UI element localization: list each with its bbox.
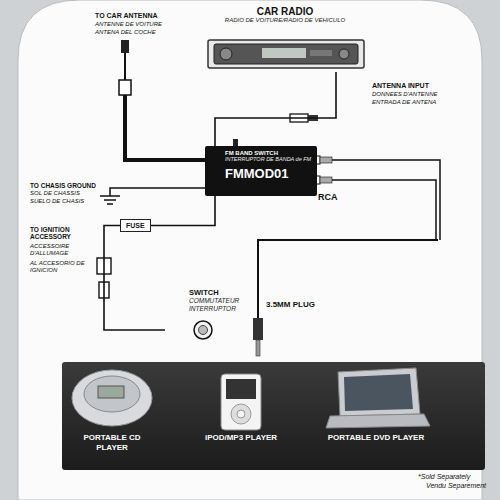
laptop-drawing <box>326 368 430 428</box>
rca-cables <box>332 160 440 240</box>
node-text: FMMOD01 <box>225 166 311 181</box>
car-radio-drawing <box>220 48 232 60</box>
note-label: ENTRADA DE ANTENA <box>372 99 436 106</box>
note-label: ANTENNA INPUT <box>372 82 429 90</box>
node-text: INTERRUPTOR DE BANDA de FM <box>225 156 311 162</box>
switch-caption: SWITCHCOMMUTATEURINTERRUPTOR <box>189 288 239 313</box>
ipod-drawing <box>237 410 245 418</box>
ipod-drawing <box>221 374 261 430</box>
car-radio-drawing <box>208 40 364 68</box>
note-label: SOL DE CHASSIS <box>30 190 80 197</box>
note-label: ANTENA DEL COCHE <box>95 29 156 36</box>
note-label: RCA <box>318 192 338 202</box>
node-text: COMMUTATEUR <box>189 297 239 305</box>
player-band <box>62 362 485 470</box>
antenna-cable <box>119 40 282 160</box>
node-text: iPOD/MP3 PLAYER <box>200 433 282 443</box>
player-label: PORTABLE CD PLAYER <box>70 433 154 452</box>
node-text: PORTABLE CD PLAYER <box>70 433 154 452</box>
rca-cables <box>320 177 332 183</box>
fuse-box: FUSE <box>120 219 151 232</box>
ground-wire <box>107 203 113 205</box>
car-radio: CAR RADIORADIO DE VOITURE/RADIO DE VEHIC… <box>200 6 370 72</box>
car-radio-drawing <box>339 49 349 59</box>
cd-player-drawing <box>98 386 124 398</box>
note-label: AL ACCESORIO DE IGNICION <box>30 260 88 274</box>
switch-outline <box>194 321 212 339</box>
node-text: INTERRUPTOR <box>189 305 239 313</box>
switch-outline <box>199 326 208 335</box>
wire-connector <box>215 72 336 146</box>
note-label: 3.5MM PLUG <box>266 300 315 309</box>
car-radio-drawing <box>262 48 306 58</box>
cd-player-drawing <box>72 370 152 426</box>
mini-plug <box>256 340 260 356</box>
note-label: DONNEES D'ANTENNE <box>372 91 438 98</box>
note-label: Vendu Separement <box>426 482 486 490</box>
cd-player-drawing <box>84 376 140 412</box>
node-text: RADIO DE VOITURE/RADIO DE VEHICULO <box>200 17 370 23</box>
wire-connector <box>151 196 215 226</box>
antenna-cable <box>124 53 126 80</box>
ipod-drawing <box>231 404 251 424</box>
car-radio-drawing <box>208 40 364 68</box>
mini-plug <box>253 318 263 340</box>
player-band <box>62 362 485 470</box>
node-text: FUSE <box>126 221 145 230</box>
switch-button: SWITCHCOMMUTATEURINTERRUPTOR <box>165 320 241 340</box>
wire-connector <box>104 226 165 331</box>
rca-cables <box>320 157 332 163</box>
ground-wire <box>100 195 120 197</box>
note-label: SUELO DE CHASIS <box>30 198 84 205</box>
laptop-drawing <box>344 374 413 411</box>
mini-plug <box>253 318 263 356</box>
note-label: *Sold Separately <box>418 473 470 481</box>
ipod-drawing <box>221 374 261 430</box>
ipod-drawing <box>226 379 256 399</box>
note-label: ANTENNE DE VOITURE <box>95 21 162 28</box>
rca-cables <box>258 240 438 318</box>
note-label: ACCESSOIRE D'ALLUMAGE <box>30 243 88 257</box>
node-text: PORTABLE DVD PLAYER <box>326 433 426 443</box>
car-radio-drawing <box>310 50 332 56</box>
antenna-cable <box>121 40 129 53</box>
note-label: TO IGNITION ACCESSORY <box>30 226 88 241</box>
laptop-drawing <box>326 414 430 428</box>
note-label: TO CHASIS GROUND <box>30 182 96 189</box>
rca-cables <box>332 180 436 240</box>
fm-modulator-box: FM BAND SWITCHINTERRUPTOR DE BANDA de FM… <box>205 146 317 196</box>
laptop-drawing <box>338 368 420 416</box>
car-radio-drawing <box>214 44 358 64</box>
player-label: PORTABLE DVD PLAYER <box>326 433 426 443</box>
ground-wire <box>104 199 116 201</box>
cd-player-drawing <box>72 370 152 426</box>
switch-outline <box>165 320 241 340</box>
player-label: iPOD/MP3 PLAYER <box>200 433 282 443</box>
node-text: FM BAND SWITCH <box>225 150 311 156</box>
node-text: SWITCH <box>189 288 239 297</box>
node-text: CAR RADIO <box>200 6 370 17</box>
antenna-cable <box>119 80 131 95</box>
note-label: TO CAR ANTENNA <box>95 12 158 20</box>
